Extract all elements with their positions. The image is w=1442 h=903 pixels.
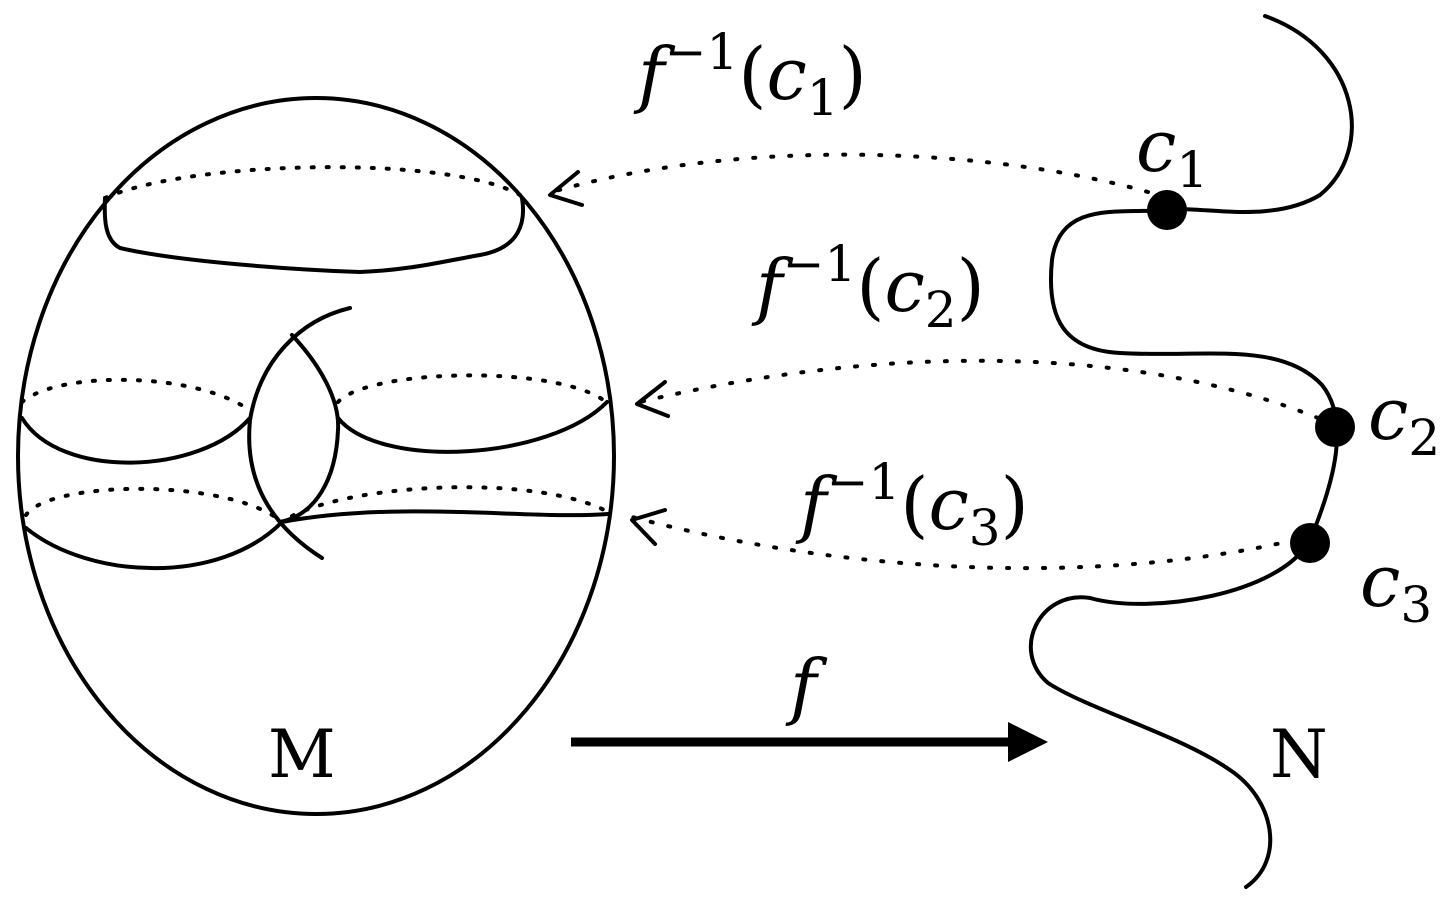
middle-level-set-left-dotted bbox=[20, 377, 254, 414]
map-arrow-head bbox=[1008, 722, 1048, 762]
handle-back-arc bbox=[278, 333, 341, 524]
top-level-set-solid bbox=[102, 196, 526, 274]
preimage-arrow-3-path bbox=[630, 515, 1297, 571]
middle-level-set-right-solid bbox=[336, 400, 609, 454]
codomain-label-n: N bbox=[1270, 716, 1328, 793]
preimage-label-2: f−1(c2) bbox=[756, 235, 985, 339]
preimage-label-1: f−1(c1) bbox=[638, 23, 867, 127]
preimage-arrow-1-path bbox=[550, 152, 1150, 194]
critical-point-c2 bbox=[1315, 407, 1355, 447]
map-label-f: f bbox=[790, 644, 817, 728]
lower-level-set-right-solid bbox=[280, 509, 610, 524]
preimage-arrow-3-head bbox=[630, 508, 667, 546]
lower-level-set-left-dotted bbox=[24, 486, 284, 524]
preimage-arrow-2-head bbox=[635, 380, 670, 418]
top-level-set-dotted bbox=[103, 165, 522, 200]
point-label-c3: c3 bbox=[1360, 539, 1433, 634]
handle-front-arc bbox=[247, 306, 352, 560]
preimage-arrow-2-path bbox=[638, 358, 1320, 420]
lower-level-set-right-dotted bbox=[290, 485, 610, 518]
point-label-c2: c2 bbox=[1368, 372, 1441, 467]
preimage-label-3: f−1(c3) bbox=[800, 453, 1029, 557]
lower-level-set-left-solid bbox=[24, 520, 284, 571]
critical-point-c1 bbox=[1147, 190, 1187, 230]
middle-level-set-right-dotted bbox=[336, 373, 608, 404]
critical-point-c3 bbox=[1290, 523, 1330, 563]
manifold-m-outline bbox=[16, 96, 616, 816]
preimage-arrow-1-head bbox=[548, 170, 584, 207]
domain-label-m: M bbox=[268, 716, 336, 793]
middle-level-set-left-solid bbox=[20, 416, 252, 465]
curve-n bbox=[1028, 14, 1354, 889]
point-label-c1: c1 bbox=[1136, 104, 1209, 199]
